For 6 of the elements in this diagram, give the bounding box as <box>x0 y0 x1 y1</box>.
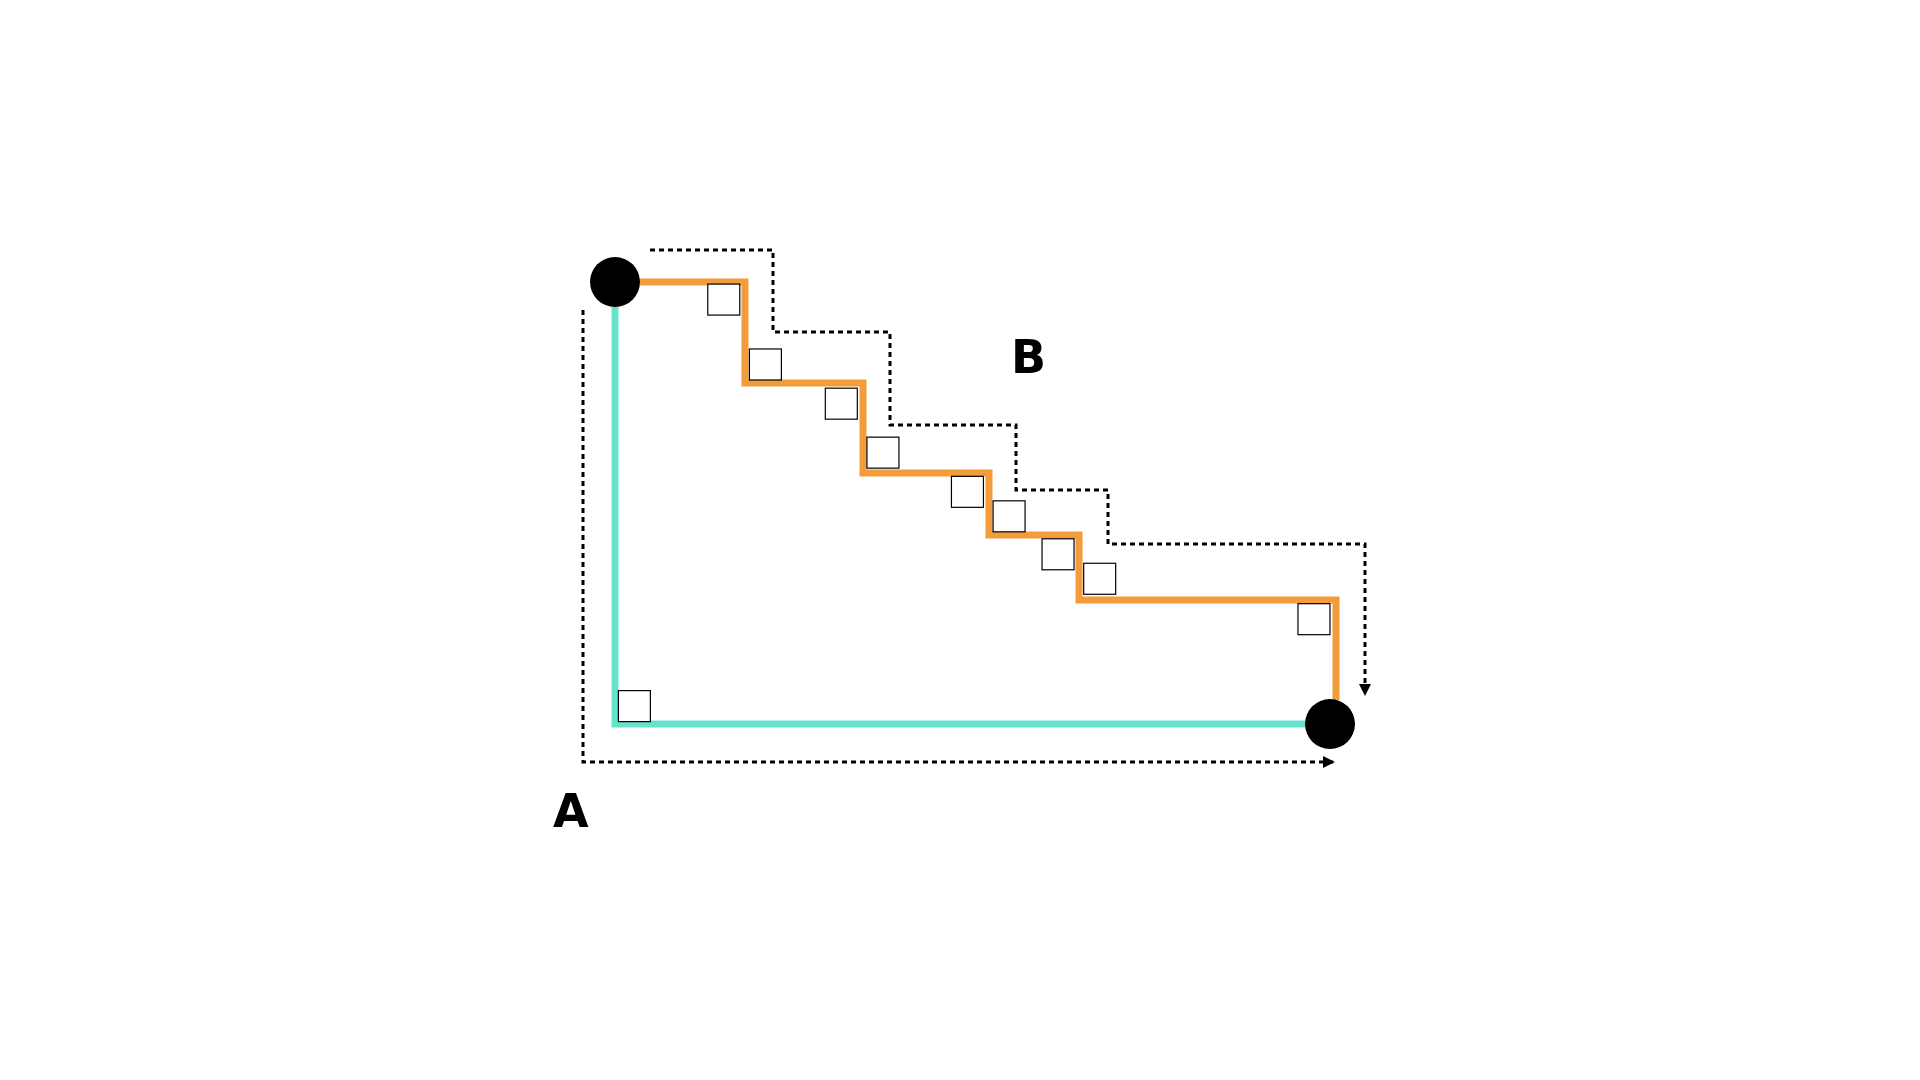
endpoint-dot <box>590 257 640 307</box>
path-line <box>611 307 1305 728</box>
path-label: A <box>553 788 589 834</box>
dashed-arrow <box>581 310 1335 768</box>
path-label: B <box>1011 334 1047 380</box>
endpoint-dot <box>1305 699 1355 749</box>
